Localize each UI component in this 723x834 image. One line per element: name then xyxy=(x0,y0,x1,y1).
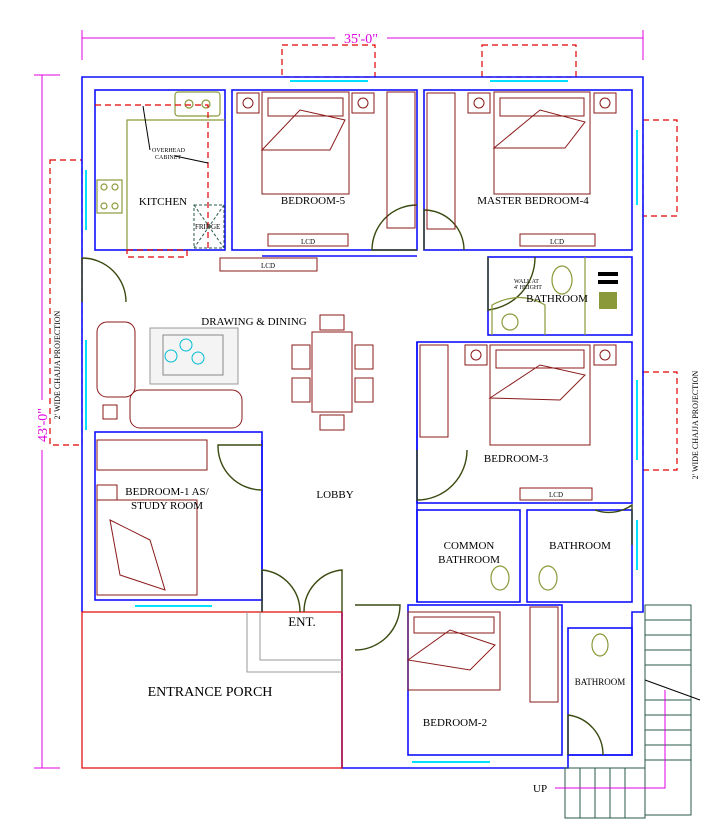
entrance-label: ENT. xyxy=(288,614,316,629)
wardrobe-icon xyxy=(426,92,456,230)
washbasin-icon xyxy=(491,296,546,335)
bedroom2-furniture xyxy=(406,606,559,703)
width-dimension: 35'-0" xyxy=(81,30,644,60)
height-dimension: 43'-0" xyxy=(34,74,60,769)
top-chajja-left xyxy=(281,44,376,78)
doors xyxy=(81,204,633,756)
bedroom3-furniture xyxy=(419,344,617,501)
bed-icon xyxy=(261,91,350,195)
wardrobe-icon xyxy=(386,91,416,229)
staircase xyxy=(555,604,701,819)
overhead-cabinet-label-2: CABINET xyxy=(155,155,181,161)
dining-table-icon xyxy=(311,331,353,413)
height-label: 43'-0" xyxy=(36,408,51,442)
entrance-porch-label: ENTRANCE PORCH xyxy=(148,685,273,700)
lobby-label: LOBBY xyxy=(316,489,353,501)
left-chajja-label: 2' WIDE CHAJJA PROJECTION xyxy=(53,310,62,419)
top-chajja-right xyxy=(481,44,577,78)
wall-note-2: 4' HEIGHT xyxy=(514,285,542,291)
master-bathroom-label: BATHROOM xyxy=(526,293,588,305)
bedroom1-label-2: STUDY ROOM xyxy=(131,500,203,512)
lcd-label: LCD xyxy=(301,238,315,246)
drawing-dining-label: DRAWING & DINING xyxy=(201,316,306,328)
bed-icon xyxy=(489,344,591,446)
bed-icon xyxy=(96,499,198,596)
kitchen-label: KITCHEN xyxy=(139,196,187,208)
bedroom2-label: BEDROOM-2 xyxy=(423,717,487,729)
wardrobe-icon xyxy=(419,344,449,438)
right-chajja-bottom xyxy=(642,371,678,471)
bed-icon xyxy=(407,611,501,691)
outer-walls xyxy=(81,76,644,769)
right-chajja-top xyxy=(642,119,678,217)
bedroom5-label: BEDROOM-5 xyxy=(281,195,346,207)
bathroom-b2-label: BATHROOM xyxy=(575,677,626,687)
master-bedroom-label: MASTER BEDROOM-4 xyxy=(477,195,589,207)
wardrobe-icon xyxy=(529,606,559,703)
toilet-icon xyxy=(490,565,510,591)
lcd-label: LCD xyxy=(549,491,563,499)
wall-note-1: WALL AT xyxy=(514,279,539,285)
bedroom1-furniture xyxy=(96,439,208,596)
sofa-icon xyxy=(129,389,243,429)
toilet-icon xyxy=(551,265,573,295)
kitchen-counter xyxy=(95,91,225,258)
bedroom1-label-1: BEDROOM-1 AS/ xyxy=(125,486,209,498)
right-chajja-label: 2' WIDE CHAJJA PROJECTION xyxy=(691,370,700,479)
fridge-label: FRIDGE xyxy=(195,223,220,231)
width-label: 35'-0" xyxy=(344,32,378,47)
wardrobe-icon xyxy=(96,439,208,471)
toilet-icon xyxy=(591,633,609,657)
living-furniture xyxy=(96,314,374,431)
lcd-unit xyxy=(219,257,318,272)
common-bathroom-label-1: COMMON xyxy=(444,540,495,552)
bathroom-b3-label: BATHROOM xyxy=(549,540,611,552)
master-bedroom-furniture xyxy=(426,91,617,247)
sofa-icon xyxy=(96,321,136,398)
common-bathroom-label-2: BATHROOM xyxy=(438,554,500,566)
sink-icon xyxy=(174,91,221,117)
toilet-icon xyxy=(538,565,558,591)
lcd-label: LCD xyxy=(261,262,275,270)
bed-icon xyxy=(493,91,591,195)
bedroom3-label: BEDROOM-3 xyxy=(484,453,549,465)
stairs-up-label: UP xyxy=(533,783,547,795)
windows xyxy=(85,80,638,763)
fridge-icon xyxy=(193,204,225,249)
lcd-label: LCD xyxy=(550,238,564,246)
overhead-cabinet-label-1: OVERHEAD xyxy=(152,148,186,154)
master-bathroom-fixtures xyxy=(491,257,618,335)
entrance-porch-outline xyxy=(81,611,343,769)
stove-icon xyxy=(96,179,123,214)
bedroom5-furniture xyxy=(236,91,416,247)
